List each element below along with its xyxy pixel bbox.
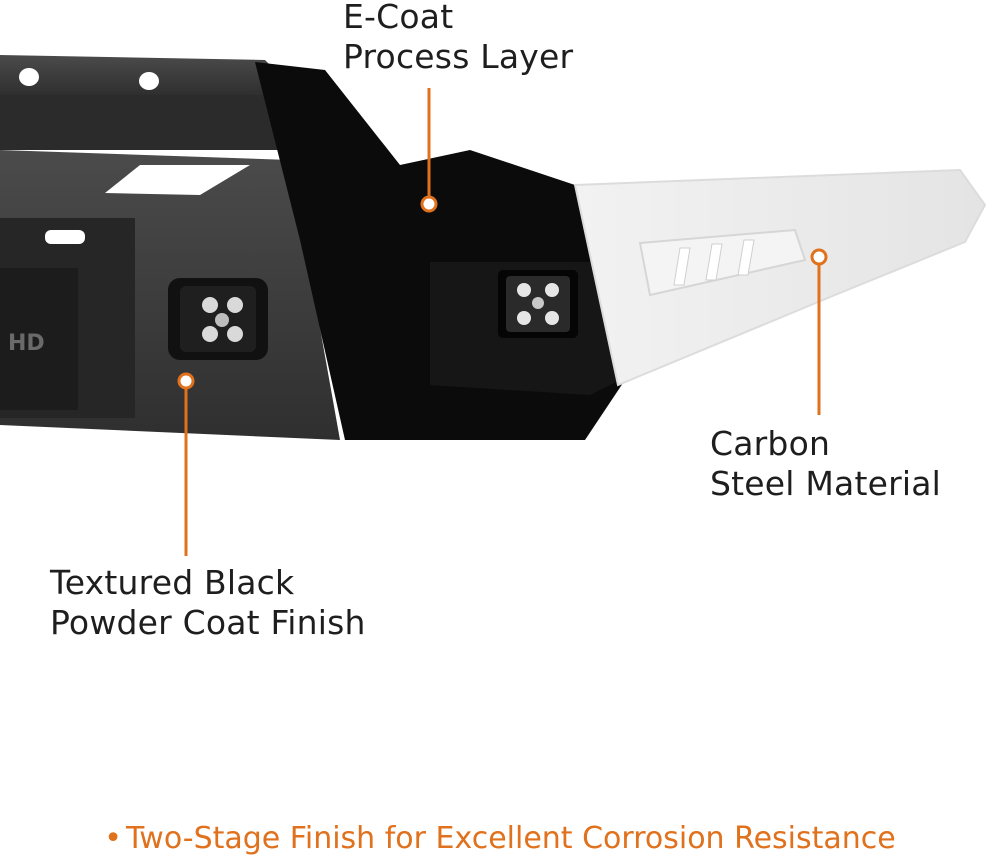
mount-hole [139, 72, 159, 90]
feature-tagline: Two-Stage Finish for Excellent Corrosion… [125, 821, 896, 856]
feature-footer: •Two-Stage Finish for Excellent Corrosio… [0, 817, 1000, 861]
callout-ecoat-line2: Process Layer [343, 37, 574, 76]
callout-ecoat-line1: E-Coat [343, 0, 454, 36]
callout-powder-line1: Textured Black [50, 563, 295, 602]
callout-marker-carbon [810, 248, 828, 415]
slot-hole [45, 230, 85, 244]
callout-marker-powder [177, 372, 195, 556]
callout-carbon-line1: Carbon [710, 424, 831, 463]
callout-label-ecoat: E-Coat Process Layer [343, 0, 573, 77]
callout-powder-line2: Powder Coat Finish [50, 603, 366, 642]
carbon-steel-wing [573, 168, 987, 387]
cutout-window [105, 165, 250, 195]
callout-marker-ecoat [420, 88, 438, 213]
license-plate-mount [0, 268, 78, 410]
callout-label-carbon: Carbon Steel Material [710, 424, 941, 504]
led-pod-left [168, 278, 268, 360]
led-pod-right [498, 270, 578, 338]
bullet-icon: • [104, 821, 122, 856]
grille-guard-bar [0, 55, 300, 150]
callout-carbon-line2: Steel Material [710, 464, 942, 503]
callout-label-powder: Textured Black Powder Coat Finish [50, 563, 366, 643]
mount-hole [19, 68, 39, 86]
brand-mark: HD [8, 331, 45, 356]
